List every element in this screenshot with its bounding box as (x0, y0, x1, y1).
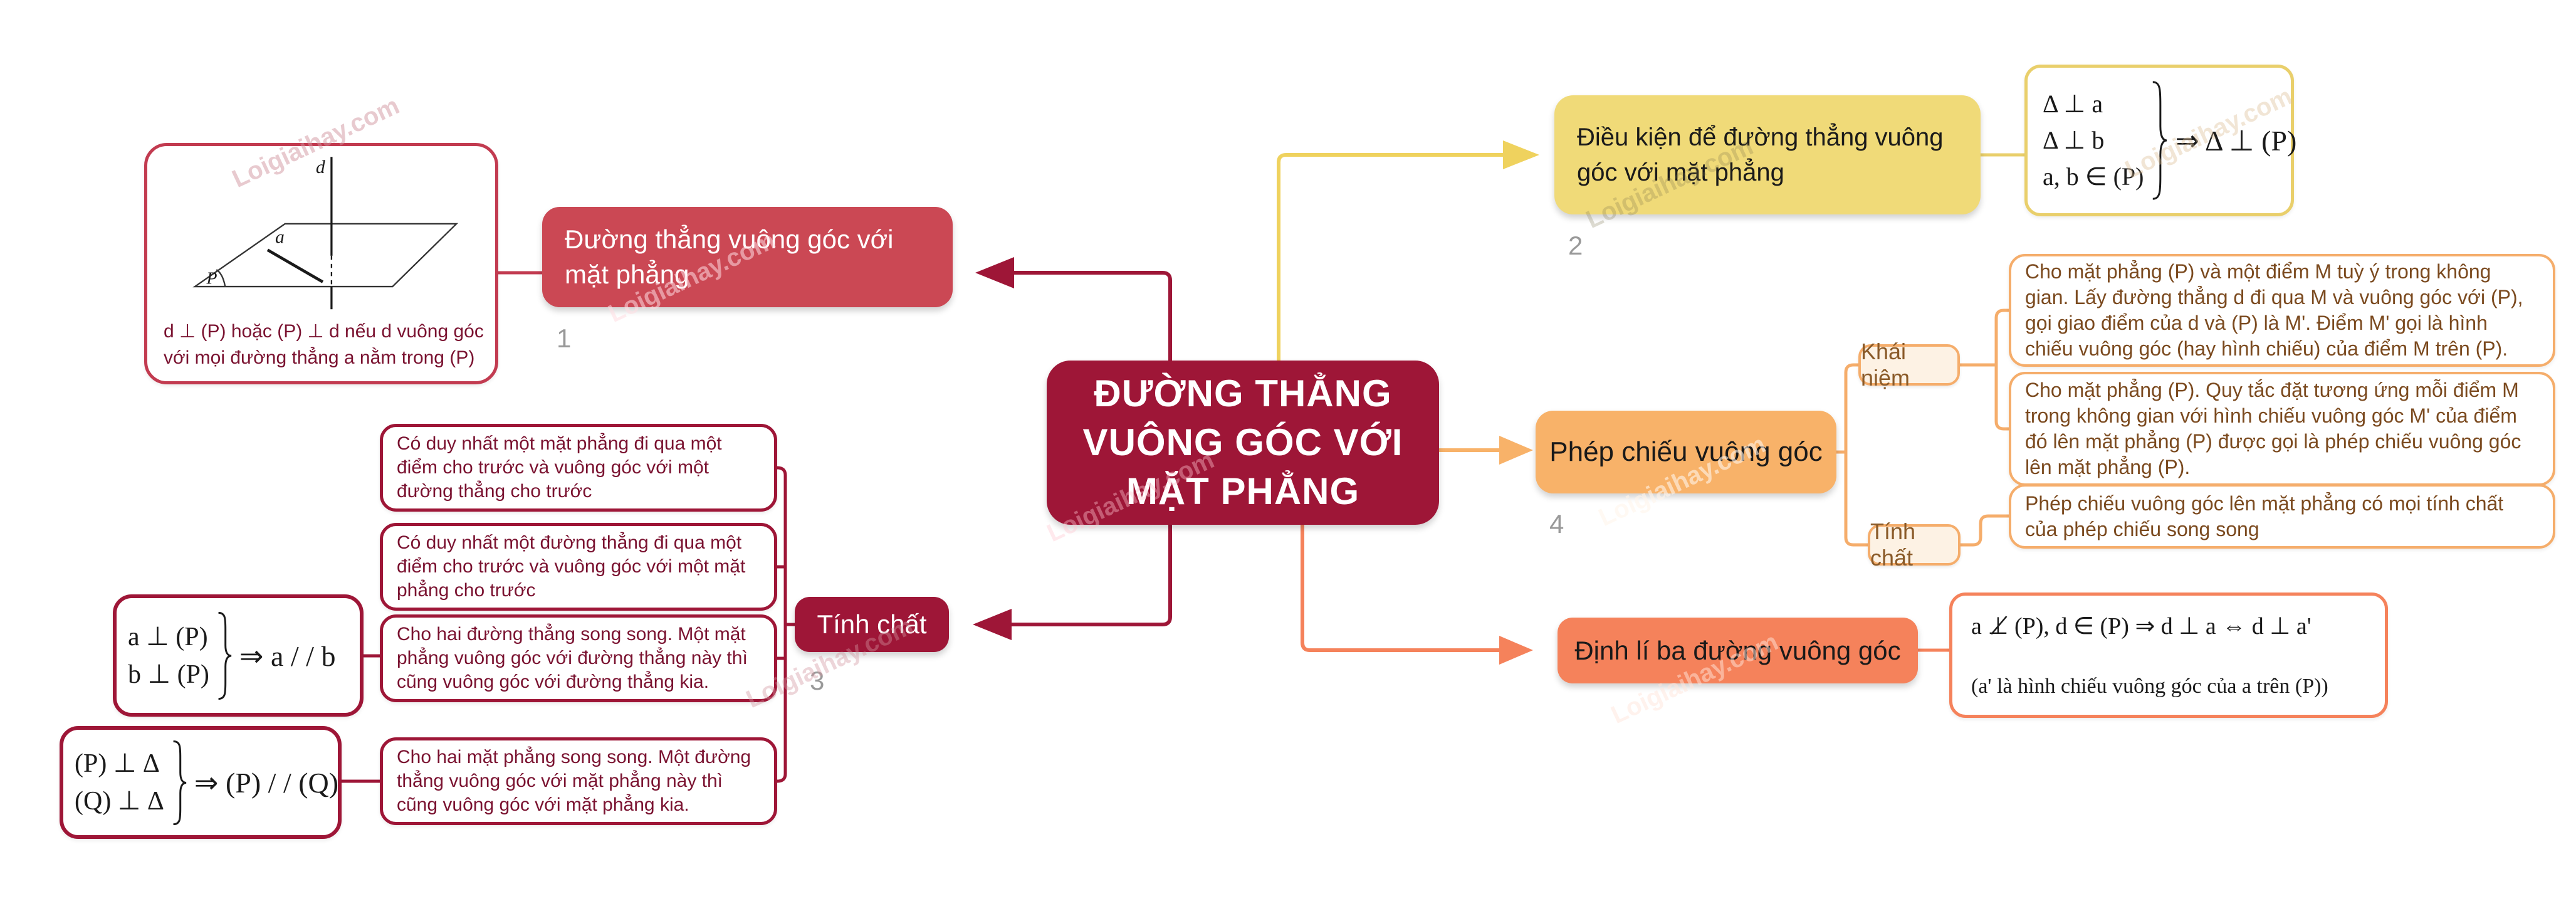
branch2-node[interactable]: Điều kiện để đường thẳng vuông góc với m… (1554, 95, 1981, 214)
branch4-property-text: Phép chiếu vuông góc lên mặt phẳng có mọ… (2025, 492, 2504, 540)
figure-box[interactable]: d a P d ⊥ (P) hoặc (P) ⊥ d nếu d vuông g… (144, 143, 498, 384)
brace-icon (217, 612, 232, 700)
branch3-item-2-text: Có duy nhất một đường thẳng đi qua một đ… (397, 532, 746, 601)
branch5-formula-line1: a ⊥̸ (P), d ∈ (P) ⇒ d ⊥ a ⇔ d ⊥ a' (1971, 613, 2312, 640)
branch3-formula1-line1: a ⊥ (P) (128, 622, 208, 651)
branch4-concept-label: Khái niệm (1861, 339, 1910, 391)
branch2-label: Điều kiện để đường thẳng vuông góc với m… (1577, 124, 1944, 186)
branch4-property-box[interactable]: Phép chiếu vuông góc lên mặt phẳng có mọ… (2009, 484, 2555, 549)
branch4-concept-pill[interactable]: Khái niệm (1858, 339, 1960, 391)
branch2-formula-line3: a, b ∈ (P) (2043, 162, 2144, 191)
branch4-property-label: Tính chất (1870, 519, 1916, 571)
branch3-formula1-result: ⇒ a / / b (239, 640, 336, 672)
branch1-label: Đường thẳng vuông góc với mặt phẳng (565, 224, 894, 289)
branch4-concept-box-2[interactable]: Cho mặt phẳng (P). Quy tắc đặt tương ứng… (2009, 372, 2555, 486)
branch3-formula1-box[interactable]: a ⊥ (P) b ⊥ (P) ⇒ a / / b (113, 594, 364, 717)
branch3-item-1-text: Có duy nhất một mặt phẳng đi qua một điể… (397, 433, 722, 502)
brace-icon (2151, 81, 2167, 200)
arrowhead-branch1 (975, 257, 1014, 288)
branch5-formula-line2: (a' là hình chiếu vuông góc của a trên (… (1971, 675, 2328, 698)
figure-label-a: a (275, 228, 285, 248)
figure-label-P: P (206, 268, 217, 288)
arrowhead-branch3 (973, 609, 1012, 640)
branch3-item-4-text: Cho hai mặt phẳng song song. Một đường t… (397, 747, 751, 815)
branch3-item-4[interactable]: Cho hai mặt phẳng song song. Một đường t… (380, 737, 777, 825)
branch3-item-2[interactable]: Có duy nhất một đường thẳng đi qua một đ… (380, 523, 777, 611)
branch2-formula-box[interactable]: Δ ⊥ a Δ ⊥ b a, b ∈ (P) ⇒ Δ ⊥ (P) (2024, 65, 2297, 216)
brace-icon (172, 740, 187, 825)
arrowhead-branch2 (1503, 140, 1539, 169)
branch4-number: 4 (1549, 509, 1564, 539)
branch4-label: Phép chiếu vuông góc (1549, 436, 1823, 467)
arrowhead-branch4 (1499, 436, 1533, 465)
branch1-number: 1 (557, 324, 572, 353)
branch3-formula2-result: ⇒ (P) / / (Q) (194, 767, 339, 799)
figure-label-d: d (316, 157, 325, 177)
center-title-line1: ĐƯỜNG THẲNG (1094, 372, 1392, 414)
branch3-label: Tính chất (817, 609, 927, 639)
branch4-concept-2-text: Cho mặt phẳng (P). Quy tắc đặt tương ứng… (2025, 379, 2521, 478)
branch3-item-1[interactable]: Có duy nhất một mặt phẳng đi qua một điể… (380, 424, 777, 512)
branch3-item-3[interactable]: Cho hai đường thẳng song song. Một mặt p… (380, 614, 777, 702)
branch1-node[interactable]: Đường thẳng vuông góc với mặt phẳng (542, 207, 953, 307)
branch2-formula-result: ⇒ Δ ⊥ (P) (2175, 125, 2297, 157)
branch3-formula2-box[interactable]: (P) ⊥ Δ (Q) ⊥ Δ ⇒ (P) / / (Q) (60, 726, 342, 839)
perpendicular-line-plane-figure: d a P (192, 157, 459, 310)
branch3-formula1-line2: b ⊥ (P) (128, 660, 209, 689)
branch3-formula2-line2: (Q) ⊥ Δ (75, 787, 164, 816)
branch2-formula-line1: Δ ⊥ a (2043, 90, 2103, 118)
branch3-number: 3 (810, 666, 825, 695)
branch4-node[interactable]: Phép chiếu vuông góc (1536, 411, 1836, 493)
branch4-property-pill[interactable]: Tính chất (1868, 519, 1961, 571)
center-node[interactable]: ĐƯỜNG THẲNG VUÔNG GÓC VỚI MẶT PHẲNG (1047, 361, 1439, 525)
figure-caption: d ⊥ (P) hoặc (P) ⊥ d nếu d vuông góc với… (164, 321, 484, 368)
branch4-concept-box-1[interactable]: Cho mặt phẳng (P) và một điểm M tuỳ ý tr… (2009, 254, 2555, 367)
branch5-formula-box[interactable]: a ⊥̸ (P), d ∈ (P) ⇒ d ⊥ a ⇔ d ⊥ a' (a' l… (1949, 593, 2388, 718)
branch3-node[interactable]: Tính chất (795, 597, 949, 652)
branch5-node[interactable]: Định lí ba đường vuông góc (1558, 618, 1918, 683)
branch3-item-3-text: Cho hai đường thẳng song song. Một mặt p… (397, 624, 748, 692)
center-title-line3: MẶT PHẲNG (1126, 470, 1360, 512)
branch2-number: 2 (1568, 231, 1583, 260)
branch5-label: Định lí ba đường vuông góc (1574, 635, 1901, 665)
branch2-formula-line2: Δ ⊥ b (2043, 126, 2105, 154)
branch4-concept-1-text: Cho mặt phẳng (P) và một điểm M tuỳ ý tr… (2025, 260, 2523, 360)
branch3-formula2-line1: (P) ⊥ Δ (75, 749, 160, 778)
arrowhead-branch5 (1499, 636, 1533, 665)
center-title-line2: VUÔNG GÓC VỚI (1082, 421, 1403, 463)
